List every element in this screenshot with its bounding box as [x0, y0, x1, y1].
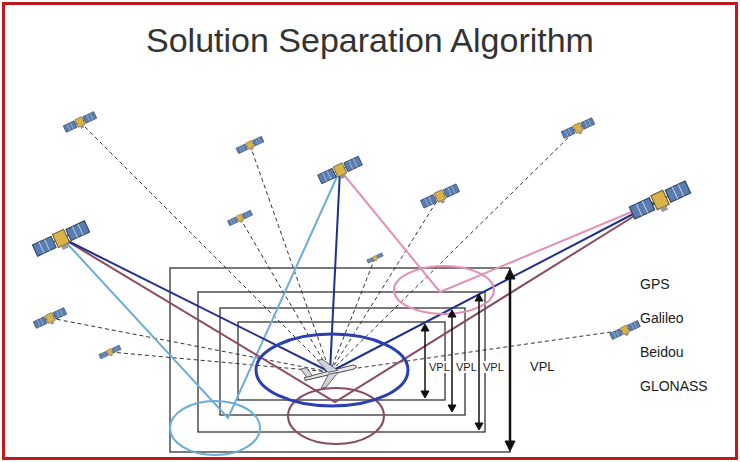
vpl-label: VPL	[428, 361, 451, 373]
slide-title: Solution Separation Algorithm	[146, 22, 594, 59]
system-label: GPS	[640, 277, 670, 292]
system-label: GLONASS	[640, 379, 708, 394]
vpl-label: VPL	[482, 361, 505, 373]
system-label: Beidou	[640, 345, 684, 360]
aircraft	[300, 353, 360, 392]
vpl-label: VPL	[455, 361, 478, 373]
system-label: Galileo	[640, 311, 684, 326]
vpl-label: VPL	[528, 360, 557, 374]
